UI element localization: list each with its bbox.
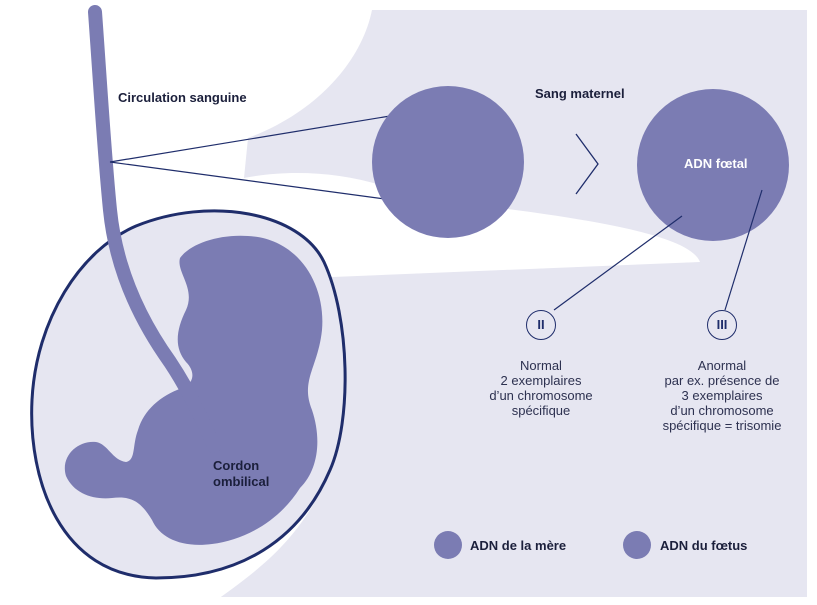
outcome-abnormal-line: spécifique = trisomie — [637, 418, 807, 433]
outcome-abnormal-line: par ex. présence de — [637, 373, 807, 388]
label-cordon-line1: Cordon — [213, 458, 269, 474]
outcome-abnormal-description: Anormal par ex. présence de 3 exemplaire… — [637, 358, 807, 433]
maternal-blood-circle — [372, 86, 524, 238]
label-circulation-sanguine: Circulation sanguine — [118, 90, 247, 105]
legend-fetus-swatch — [623, 531, 651, 559]
outcome-normal-line: Normal — [456, 358, 626, 373]
outcome-normal-line: spécifique — [456, 403, 626, 418]
legend-fetus-label: ADN du fœtus — [660, 538, 747, 553]
label-adn-foetal: ADN fœtal — [684, 156, 748, 171]
label-sang-maternel: Sang maternel — [535, 86, 625, 101]
outcome-abnormal-line: d’un chromosome — [637, 403, 807, 418]
outcome-normal-description: Normal 2 exemplaires d’un chromosome spé… — [456, 358, 626, 418]
label-cordon-ombilical: Cordon ombilical — [213, 458, 269, 490]
outcome-normal-marker: II — [526, 310, 556, 340]
legend-mother-swatch — [434, 531, 462, 559]
outcome-abnormal-marker: III — [707, 310, 737, 340]
legend-mother-label: ADN de la mère — [470, 538, 566, 553]
outcome-abnormal-line: Anormal — [637, 358, 807, 373]
label-cordon-line2: ombilical — [213, 474, 269, 490]
outcome-abnormal-line: 3 exemplaires — [637, 388, 807, 403]
outcome-normal-line: d’un chromosome — [456, 388, 626, 403]
outcome-normal-line: 2 exemplaires — [456, 373, 626, 388]
